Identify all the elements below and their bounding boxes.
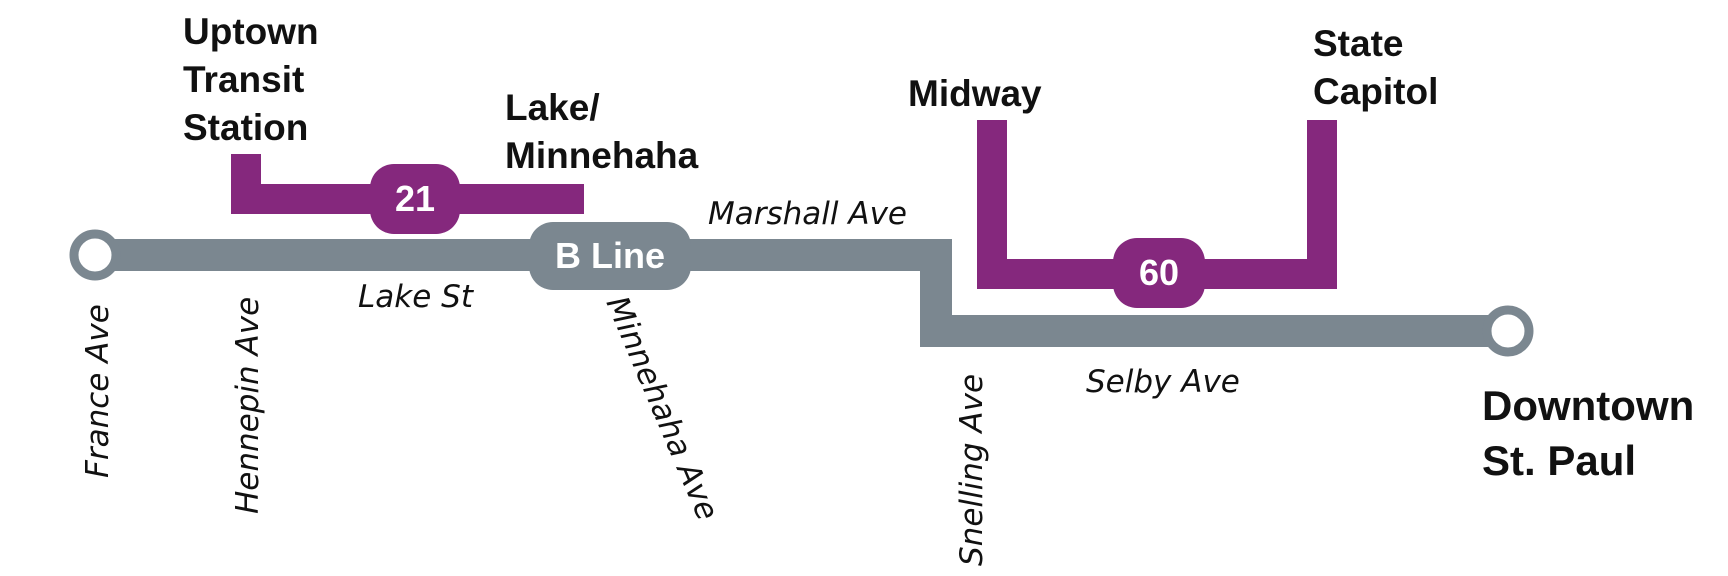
minnehaha-ave-label: Minnehaha Ave — [599, 291, 726, 526]
marshall-ave-label: Marshall Ave — [708, 196, 907, 232]
selby-ave-label: Selby Ave — [1086, 364, 1240, 400]
lake-st-label: Lake St — [358, 279, 475, 315]
b-line-badge-label: B Line — [555, 235, 665, 276]
lake-minnehaha-label: Lake/ Minnehaha — [505, 87, 699, 176]
snelling-ave-label: Snelling Ave — [954, 374, 990, 566]
route-21-badge-label: 21 — [395, 178, 435, 219]
state-capitol-label: State Capitol — [1313, 23, 1438, 112]
midway-label: Midway — [908, 73, 1042, 114]
route-60-badge — [1113, 238, 1205, 308]
france-ave-label: France Ave — [80, 304, 116, 478]
route-21-connector: 21 — [231, 154, 584, 234]
route-60-badge-label: 60 — [1139, 252, 1179, 293]
route-21-badge — [370, 164, 460, 234]
b-line-badge — [529, 222, 691, 290]
route-21-line — [231, 154, 584, 214]
route-60-connector: 60 — [977, 120, 1337, 308]
hennepin-ave-label: Hennepin Ave — [230, 297, 266, 514]
b-line-route: B Line — [69, 222, 1534, 357]
terminal-west-marker — [69, 229, 121, 281]
downtown-st-paul-label: Downtown St. Paul — [1482, 382, 1706, 484]
b-line-path — [95, 239, 1508, 347]
terminal-east-marker — [1482, 305, 1534, 357]
place-labels: Uptown Transit Station Lake/ Minnehaha M… — [183, 11, 1706, 484]
uptown-transit-station-label: Uptown Transit Station — [183, 11, 329, 148]
